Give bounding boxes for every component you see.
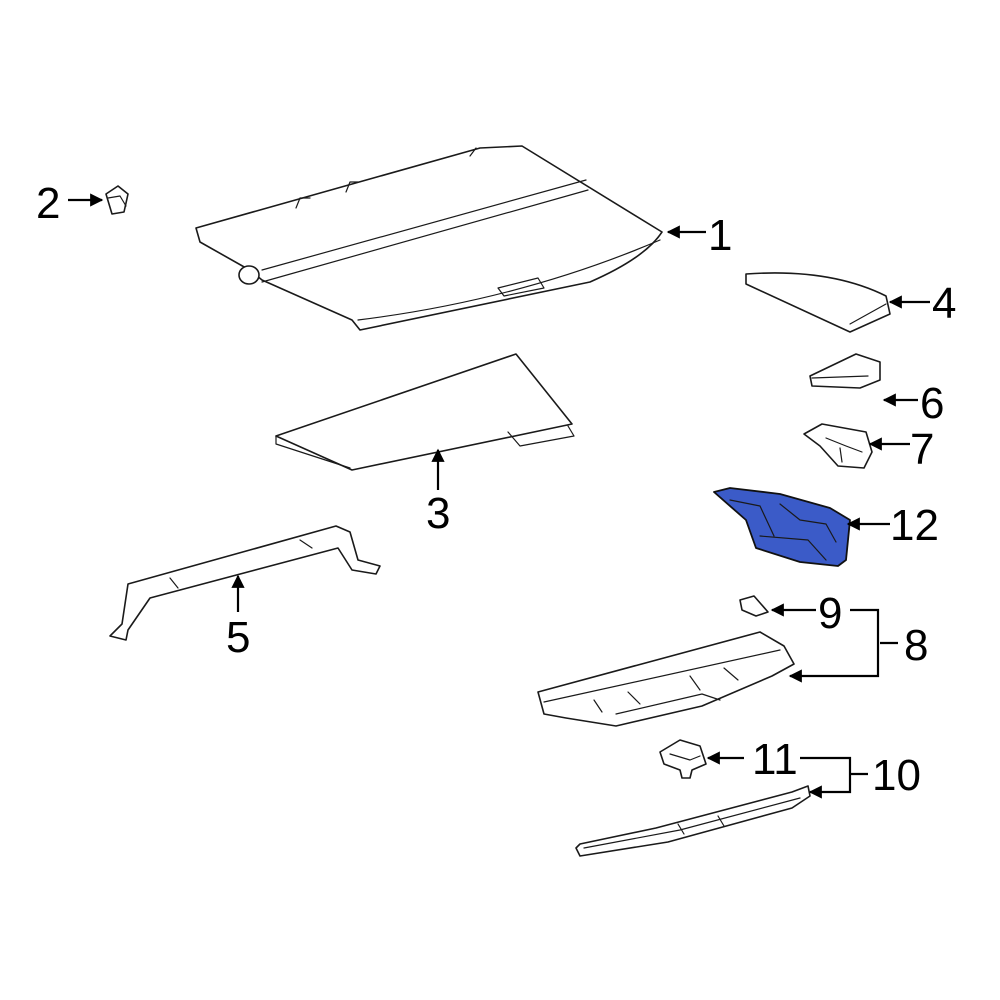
label-4: 4 [932,279,956,328]
part-4-side-trim[interactable] [745,272,891,333]
label-3: 3 [426,489,450,538]
part-5-support-rail[interactable] [109,525,381,641]
part-6-cover[interactable] [809,353,881,389]
leader-lines [68,193,930,799]
part-12-trim-panel-highlighted[interactable] [713,487,851,567]
part-9-clip[interactable] [739,595,769,617]
label-6: 6 [920,379,944,428]
part-2-clip[interactable] [105,185,129,215]
label-7: 7 [910,425,934,474]
part-1-cargo-cover[interactable] [195,145,663,331]
label-10: 10 [872,751,921,800]
label-1: 1 [708,211,732,260]
part-8-sill-plate[interactable] [537,631,795,727]
label-12: 12 [890,501,939,550]
part-3-floor-board[interactable] [275,353,575,471]
label-5: 5 [226,613,250,662]
part-11-fastener[interactable] [659,739,707,779]
callout-labels: 1 2 3 4 5 6 7 8 9 10 11 12 [36,179,956,800]
label-9: 9 [818,589,842,638]
part-10-sill-trim[interactable] [575,785,811,857]
part-7-bracket[interactable] [803,423,873,469]
label-8: 8 [904,621,928,670]
label-11: 11 [752,735,798,784]
label-2: 2 [36,179,60,228]
